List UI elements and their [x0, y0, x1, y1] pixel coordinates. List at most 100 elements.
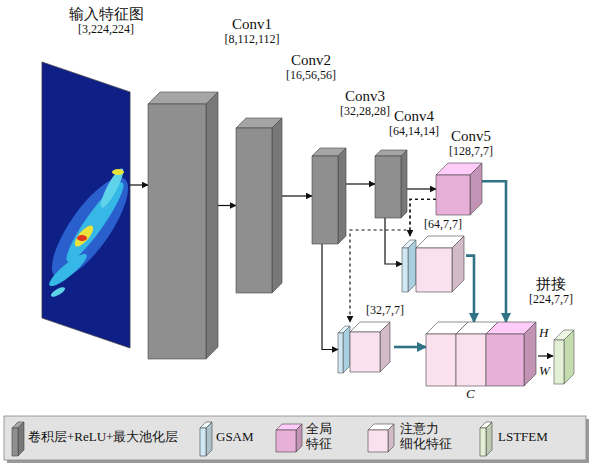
- tensor-shape: [16,56,56]: [276, 69, 346, 82]
- gsam-block: [402, 248, 408, 292]
- node-title: Conv2: [276, 52, 346, 69]
- node-shape: [426, 322, 536, 386]
- node-shape: [312, 148, 346, 244]
- legend-frame: [4, 416, 586, 460]
- node-shape: [42, 58, 130, 348]
- node-shape: [436, 163, 482, 215]
- axis-letter: C: [466, 387, 475, 401]
- legend-swatch: [368, 420, 398, 456]
- legend-label: LSTFEM: [498, 430, 548, 445]
- output-arrow: [538, 355, 553, 356]
- feature-block-face: [236, 128, 272, 293]
- legend-swatch-face: [18, 422, 24, 456]
- axis-letter: W: [539, 364, 550, 378]
- node-heading: [64,7,7]: [418, 218, 468, 231]
- feature-block-face: [380, 322, 390, 372]
- flow-arrow: [407, 188, 436, 189]
- node-title: Conv5: [440, 128, 502, 145]
- legend-swatch-face: [12, 428, 18, 456]
- heatmap-region: [39, 167, 141, 288]
- feature-block-face: [486, 334, 524, 386]
- merge-arrow: [482, 181, 506, 322]
- feature-block-face: [375, 156, 401, 218]
- heatmap-hotspot: [77, 235, 87, 241]
- conv-layer: Conv3[32,28,28]: [312, 148, 346, 244]
- global-feature-block: Conv5[128,7,7]: [436, 163, 482, 215]
- node-title: Conv1: [212, 16, 292, 33]
- tensor-shape: [224,7,7]: [516, 293, 586, 306]
- node-title: Conv4: [382, 108, 446, 125]
- input-feature-map: 输入特征图[3,224,224]: [42, 58, 130, 348]
- refined-feature-block: [64,7,7]: [402, 236, 466, 292]
- concat-block: 拼接[224,7,7]: [426, 322, 536, 386]
- feature-block-face: [452, 236, 464, 292]
- refined-feature-block: [32,7,7]: [338, 322, 394, 372]
- legend-swatch-face: [388, 424, 394, 452]
- feature-block-face: [272, 118, 282, 293]
- flow-arrow: [346, 183, 375, 184]
- feature-block-face: [206, 92, 218, 359]
- legend-swatch: [276, 420, 306, 456]
- gsam-block: [343, 326, 350, 373]
- conv-layer: Conv1[8,112,112]: [148, 92, 218, 359]
- feature-block-face: [426, 334, 456, 386]
- tensor-shape: [64,14,14]: [382, 125, 446, 138]
- node-shape: [236, 118, 282, 293]
- node-heading: Conv4[64,14,14]: [382, 108, 446, 138]
- conv-layer: Conv4[64,14,14]: [375, 150, 407, 218]
- feature-block-face: [312, 156, 338, 244]
- heatmap-hotspot: [112, 169, 124, 175]
- heatmap-region: [60, 178, 130, 267]
- tensor-shape: [3,224,224]: [58, 23, 154, 36]
- legend-swatch-face: [480, 428, 486, 456]
- flow-arrow: [218, 205, 236, 206]
- node-title: 拼接: [516, 276, 586, 293]
- node-heading: Conv2[16,56,56]: [276, 52, 346, 82]
- node-heading: Conv3[32,28,28]: [330, 88, 400, 118]
- merge-arrow: [466, 256, 474, 322]
- tensor-shape: [128,7,7]: [440, 145, 502, 158]
- node-shape: [148, 92, 218, 359]
- node-heading: 拼接[224,7,7]: [516, 276, 586, 306]
- gsam-block: [338, 333, 343, 373]
- legend-swatch-face: [368, 430, 388, 452]
- legend-swatch-face: [276, 430, 296, 452]
- merge-arrow: [394, 346, 426, 349]
- feature-block-face: [456, 334, 486, 386]
- flow-arrow: [282, 195, 312, 196]
- feature-block-face: [338, 148, 346, 244]
- node-title: Conv3: [330, 88, 400, 105]
- node-shape: [375, 150, 407, 218]
- gsam-block: [408, 240, 416, 292]
- feature-block-face: [416, 248, 452, 292]
- node-title: [64,7,7]: [418, 218, 468, 231]
- legend-swatch-face: [206, 422, 212, 456]
- legend-swatch-face: [200, 428, 206, 456]
- tensor-shape: [32,28,28]: [330, 105, 400, 118]
- node-shape: [402, 236, 466, 292]
- heatmap-region: [97, 166, 126, 210]
- flow-arrow: [130, 184, 148, 185]
- feature-block-face: [470, 163, 482, 215]
- legend-label: 卷积层+ReLU+最大池化层: [28, 430, 178, 445]
- flow-arrow: [385, 218, 402, 264]
- feature-block-face: [436, 175, 470, 215]
- feature-block-face: [350, 332, 380, 372]
- feature-block-face: [401, 150, 407, 218]
- feature-block-face: [148, 104, 206, 359]
- node-title: 输入特征图: [58, 6, 154, 23]
- node-shape: [338, 322, 394, 372]
- heatmap-border: [42, 62, 130, 348]
- node-heading: 输入特征图[3,224,224]: [58, 6, 154, 36]
- node-title: [32,7,7]: [360, 304, 410, 317]
- legend-label: GSAM: [216, 430, 254, 445]
- flow-arrow: [322, 244, 338, 350]
- lstfem-block: [564, 330, 574, 384]
- heatmap-hotspot: [72, 223, 96, 249]
- node-heading: [32,7,7]: [360, 304, 410, 317]
- axis-letter: H: [539, 326, 548, 340]
- conv-layer: Conv2[16,56,56]: [236, 118, 282, 293]
- heatmap-region: [46, 250, 90, 290]
- lstfem-block: [554, 340, 564, 384]
